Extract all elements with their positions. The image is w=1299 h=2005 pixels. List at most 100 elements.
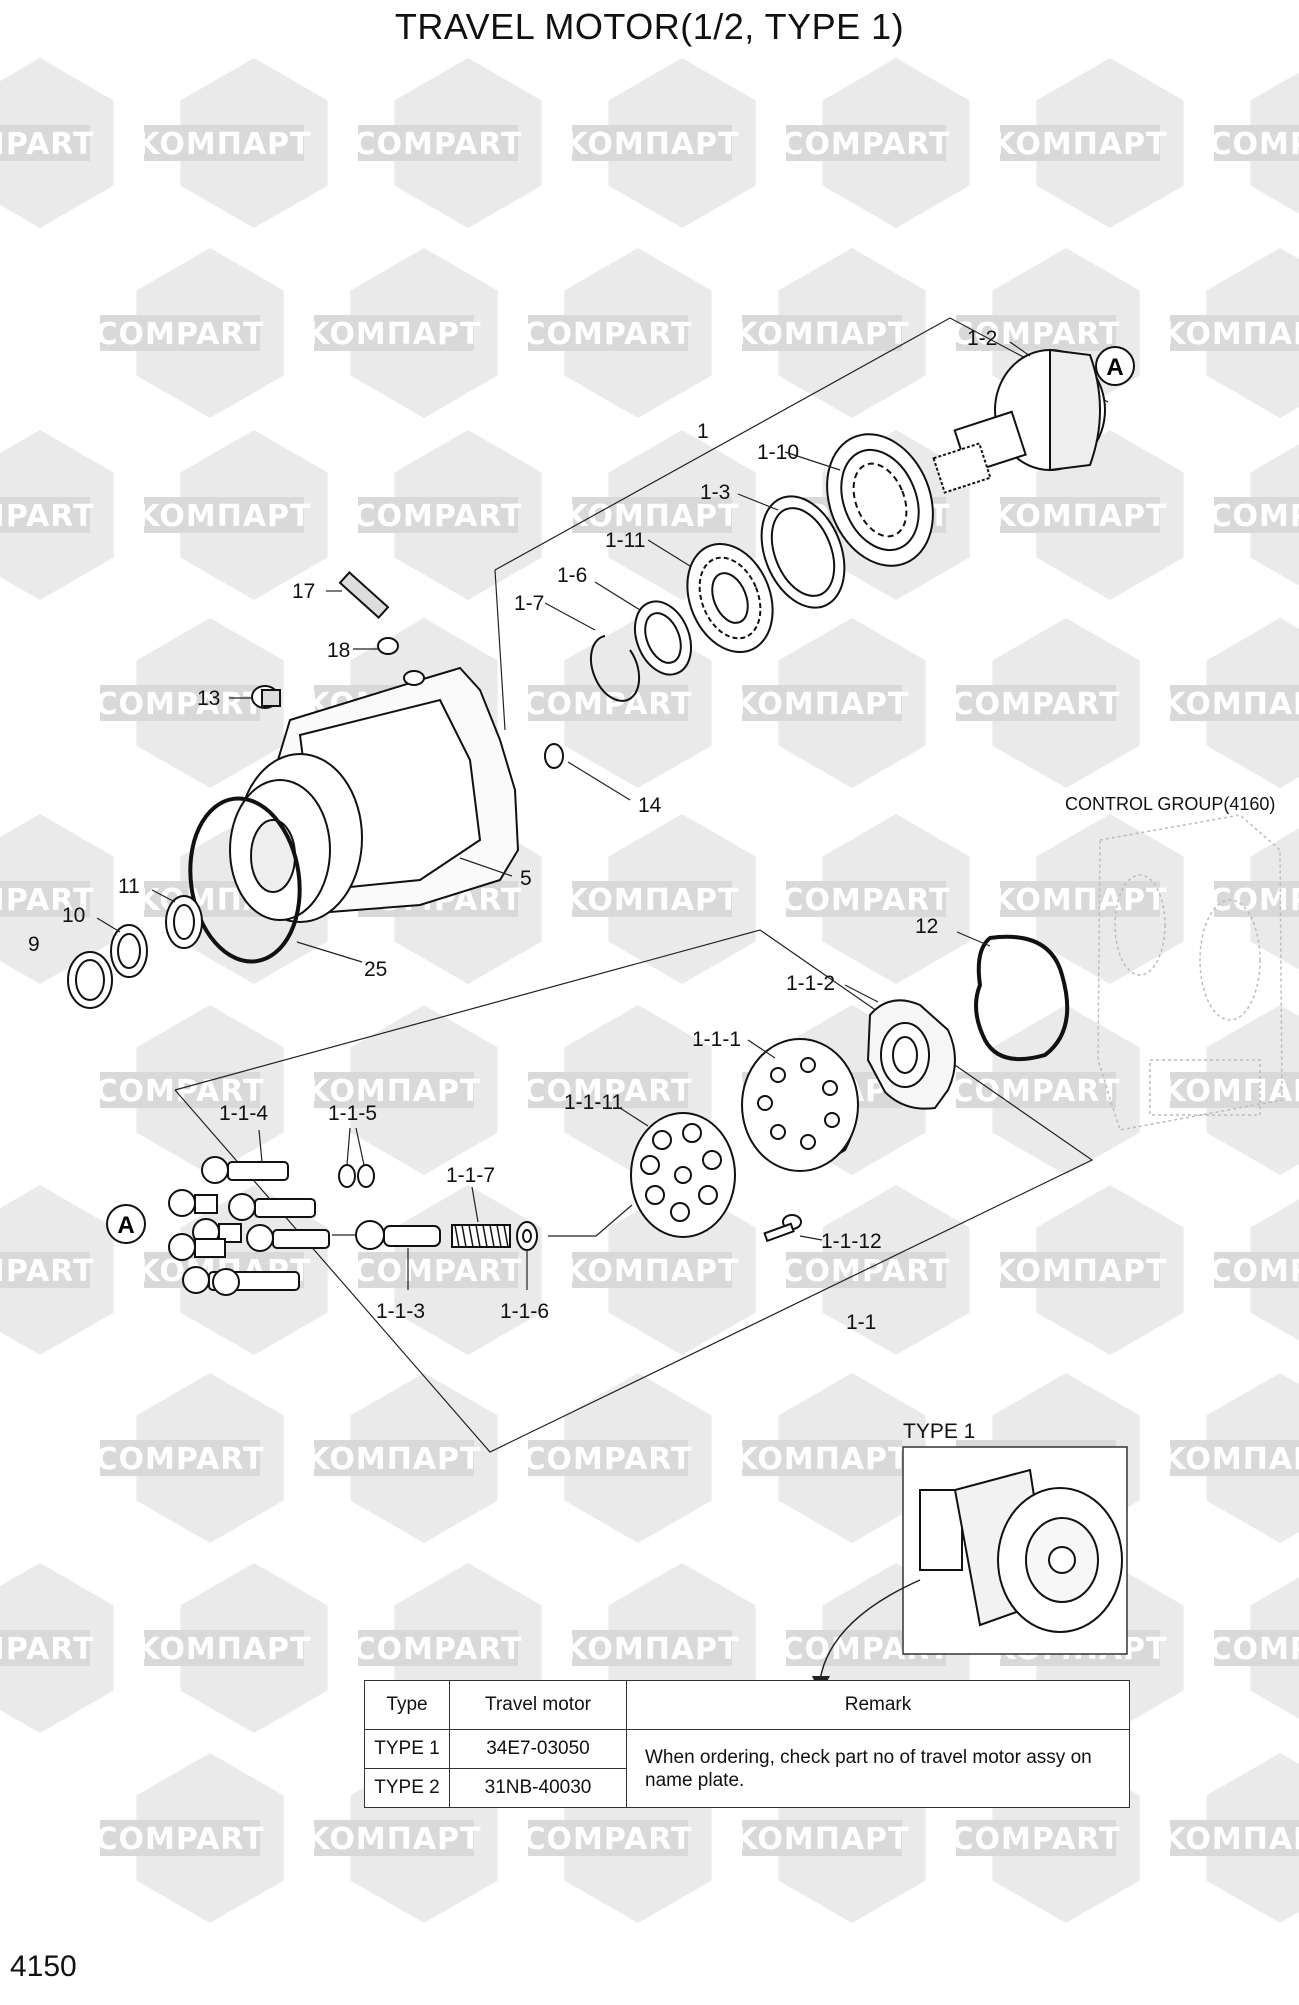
watermark-text: KOMПАРТ	[564, 499, 739, 534]
part-1-10-bearing	[826, 433, 934, 567]
watermark-band	[1170, 1820, 1299, 1856]
row-motor-part-no: 31NB-40030	[449, 1768, 627, 1808]
part-1-1-12-screw	[763, 1214, 802, 1243]
part-17-bolt	[338, 570, 390, 620]
watermark-text: KOMПАРТ	[992, 883, 1167, 918]
watermark-text: COMPART	[1209, 1632, 1299, 1667]
watermark-text: KOMПАРТ	[1162, 317, 1299, 352]
watermark-text: COMPART	[0, 1254, 95, 1289]
watermark-band	[100, 1072, 260, 1108]
part-13-plug	[251, 685, 281, 709]
part-9-snap-ring	[67, 951, 113, 1009]
watermark-band	[314, 315, 474, 351]
watermark-band	[1000, 497, 1160, 533]
watermark-text: COMPART	[781, 883, 950, 918]
upper-parts	[67, 348, 1106, 1009]
part-25-o-ring	[188, 796, 302, 964]
detail-marker-a-left: A	[106, 1204, 146, 1244]
watermark-text: COMPART	[0, 1632, 95, 1667]
lower-parts	[168, 934, 1070, 1296]
watermark-text: COMPART	[951, 1074, 1120, 1109]
row-type: TYPE 1	[364, 1729, 450, 1769]
leader-lines	[96, 341, 1031, 963]
part-11-ring	[165, 895, 203, 949]
watermark-band	[358, 125, 518, 161]
watermark-band	[956, 315, 1116, 351]
callout-labels: 1 1-2 1-10 1-3 1-11 1-6 1-7 17 18 13 14 …	[28, 327, 1275, 1443]
watermark-band	[1000, 125, 1160, 161]
callout-1-1-5: 1-1-5	[328, 1102, 377, 1125]
callout-1-1-7: 1-1-7	[446, 1164, 495, 1187]
part-18-nut	[377, 637, 399, 655]
watermark-text: KOMПАРТ	[1162, 1074, 1299, 1109]
watermark-text: COMPART	[95, 1074, 264, 1109]
watermark-band	[0, 1630, 90, 1666]
part-1-1-7-spring	[451, 1224, 511, 1248]
watermark-text: KOMПАРТ	[1162, 687, 1299, 722]
part-1-7-snap-ring	[589, 635, 641, 702]
callout-5: 5	[520, 867, 532, 890]
part-10-ring	[110, 924, 148, 978]
header-remark: Remark	[626, 1680, 1130, 1730]
watermark-text: COMPART	[1209, 499, 1299, 534]
watermark-text: COMPART	[0, 499, 95, 534]
row-motor-part-no: 34E7-03050	[449, 1729, 627, 1769]
watermark-band	[572, 497, 732, 533]
detail-marker-a-left-label: A	[117, 1212, 134, 1239]
header-travel-motor: Travel motor	[449, 1680, 627, 1730]
header-type: Type	[364, 1680, 450, 1730]
watermark-text: COMPART	[95, 317, 264, 352]
watermark-band	[144, 497, 304, 533]
type1-valve-block	[919, 1489, 963, 1571]
watermark-band	[742, 1440, 902, 1476]
watermark-band	[314, 1820, 474, 1856]
part-14-o-ring	[544, 743, 564, 769]
callout-1-7: 1-7	[514, 592, 544, 615]
watermark-band	[956, 1072, 1116, 1108]
callout-1-1-12: 1-1-12	[821, 1230, 882, 1253]
watermark-text: COMPART	[1209, 1254, 1299, 1289]
watermark-text: COMPART	[1209, 127, 1299, 162]
watermark-text: COMPART	[95, 1822, 264, 1857]
watermark-text: COMPART	[523, 1442, 692, 1477]
callout-1-11: 1-11	[605, 529, 645, 552]
watermark-band	[742, 1820, 902, 1856]
type1-panel	[902, 1446, 1128, 1655]
part-1-1-2-valve-plate	[866, 999, 956, 1110]
watermark-text: COMPART	[353, 499, 522, 534]
watermark-band	[0, 497, 90, 533]
callout-1-1-4: 1-1-4	[219, 1102, 268, 1125]
part-5-housing	[229, 666, 520, 923]
watermark-text: KOMПАРТ	[136, 1632, 311, 1667]
watermark-text: COMPART	[781, 1254, 950, 1289]
watermark-band	[1214, 1630, 1299, 1666]
part-1-1-4-pistons	[168, 1156, 330, 1296]
watermark-band	[100, 1440, 260, 1476]
watermark-text: COMPART	[781, 127, 950, 162]
watermark-text: COMPART	[353, 127, 522, 162]
watermark-text: KOMПАРТ	[992, 127, 1167, 162]
watermark-text: KOMПАРТ	[992, 1254, 1167, 1289]
callout-1-1-6: 1-1-6	[500, 1300, 549, 1323]
watermark-band	[144, 125, 304, 161]
watermark-band	[572, 125, 732, 161]
watermark-band	[0, 125, 90, 161]
watermark-text: KOMПАРТ	[1162, 1442, 1299, 1477]
callout-1-3: 1-3	[700, 481, 730, 504]
callout-1-1-2: 1-1-2	[786, 972, 835, 995]
watermark-band	[786, 881, 946, 917]
watermark-band	[358, 1630, 518, 1666]
watermark-band	[528, 685, 688, 721]
watermark-band	[786, 125, 946, 161]
callout-1-2: 1-2	[967, 327, 997, 350]
watermark-band	[1170, 1072, 1299, 1108]
type1-pointer-arrow	[819, 1579, 921, 1681]
callout-14: 14	[638, 794, 662, 817]
part-1-1-11-retainer-plate	[630, 1112, 736, 1238]
control-group-ghost	[1097, 814, 1283, 1131]
part-1-1-6-washer	[516, 1221, 538, 1251]
watermark-text: KOMПАРТ	[306, 317, 481, 352]
callout-17: 17	[292, 580, 315, 603]
watermark-band	[956, 1820, 1116, 1856]
